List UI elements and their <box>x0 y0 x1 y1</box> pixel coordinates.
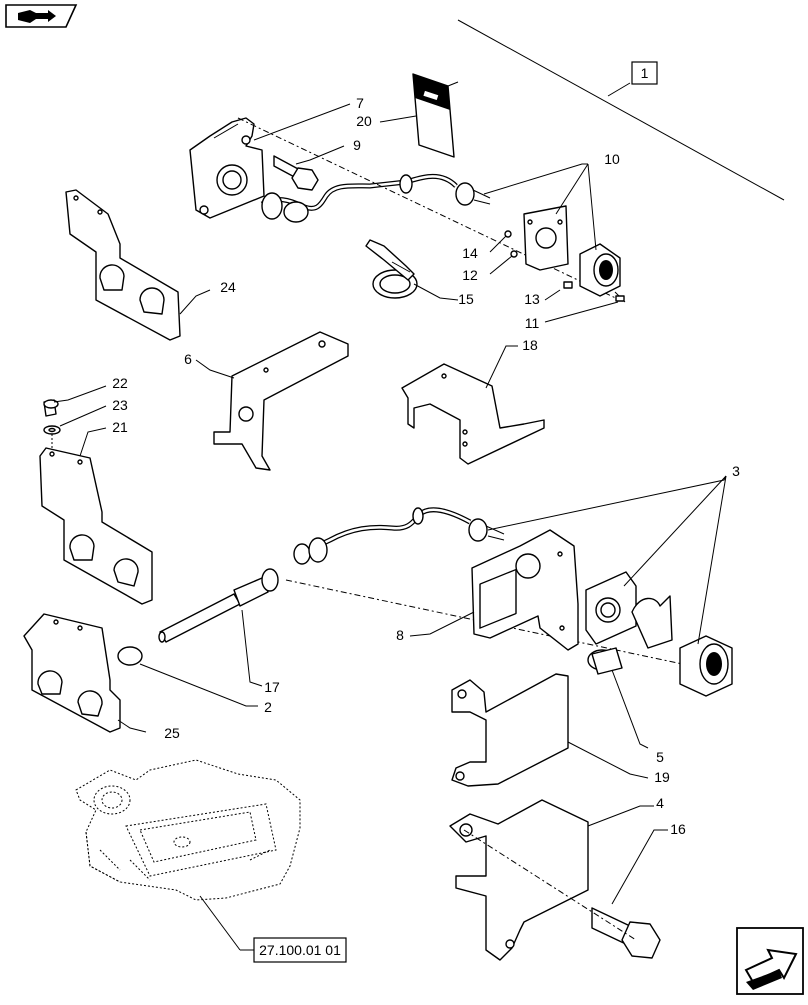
part-socket-bracket-8 <box>471 529 579 651</box>
callout-labels: 7 20 9 10 14 12 15 13 11 24 6 18 22 23 2… <box>112 95 740 837</box>
callout-25: 25 <box>164 725 180 741</box>
callout-6: 6 <box>184 351 192 367</box>
callout-22: 22 <box>112 375 128 391</box>
axis-line-top <box>237 117 625 303</box>
reference-box[interactable]: 27.100.01 01 <box>199 895 347 963</box>
assembly-bracket: 1 <box>457 19 785 201</box>
book-arrow-icon[interactable] <box>5 4 78 28</box>
part-guard-plate-24 <box>65 189 181 341</box>
part-probe-17 <box>117 568 279 666</box>
assembly-box-label: 1 <box>641 65 649 81</box>
callout-11: 11 <box>525 315 540 331</box>
part-socket-plate-top <box>189 117 265 219</box>
callout-7: 7 <box>356 95 364 111</box>
part-housing-reference <box>75 759 301 901</box>
part-socket-flange-3 <box>585 571 733 697</box>
part-bolt-washer-22-23 <box>43 399 61 450</box>
callout-12: 12 <box>462 267 478 283</box>
callout-13: 13 <box>524 291 540 307</box>
part-cable-tie <box>365 239 418 299</box>
callout-21: 21 <box>112 419 128 435</box>
part-bracket-6 <box>213 331 349 471</box>
reference-label: 27.100.01 01 <box>259 942 341 958</box>
part-bolt-16 <box>591 907 661 959</box>
callout-24: 24 <box>220 279 236 295</box>
part-guard-plate-25 <box>23 613 121 733</box>
callout-16: 16 <box>670 821 686 837</box>
callout-3: 3 <box>732 463 740 479</box>
callout-leaders <box>53 103 727 905</box>
callout-8: 8 <box>396 627 404 643</box>
assembly-box <box>631 61 658 85</box>
part-cable-middle <box>293 507 505 565</box>
part-cable-top <box>260 174 491 223</box>
part-bolt-top <box>273 155 319 191</box>
part-socket-bracket-top <box>523 205 626 303</box>
callout-20: 20 <box>356 113 372 129</box>
callout-14: 14 <box>462 245 478 261</box>
callout-23: 23 <box>112 397 128 413</box>
callout-17: 17 <box>264 679 280 695</box>
axis-line-bottom <box>463 829 637 941</box>
part-bracket-19 <box>451 673 569 787</box>
part-small-fasteners-top <box>504 230 625 302</box>
callout-4: 4 <box>656 795 664 811</box>
callout-15: 15 <box>458 291 474 307</box>
callout-19: 19 <box>654 769 670 785</box>
callout-18: 18 <box>522 337 538 353</box>
part-guard-plate-21 <box>39 447 153 605</box>
axis-line-middle <box>285 579 721 673</box>
part-booklet <box>412 73 459 158</box>
callout-9: 9 <box>353 137 361 153</box>
callout-10: 10 <box>604 151 620 167</box>
callout-2: 2 <box>264 699 272 715</box>
part-clip-5 <box>587 595 673 675</box>
part-bracket-4 <box>449 799 589 961</box>
part-bracket-18 <box>401 363 545 465</box>
next-page-arrow-icon[interactable] <box>736 927 804 995</box>
callout-5: 5 <box>656 749 664 765</box>
